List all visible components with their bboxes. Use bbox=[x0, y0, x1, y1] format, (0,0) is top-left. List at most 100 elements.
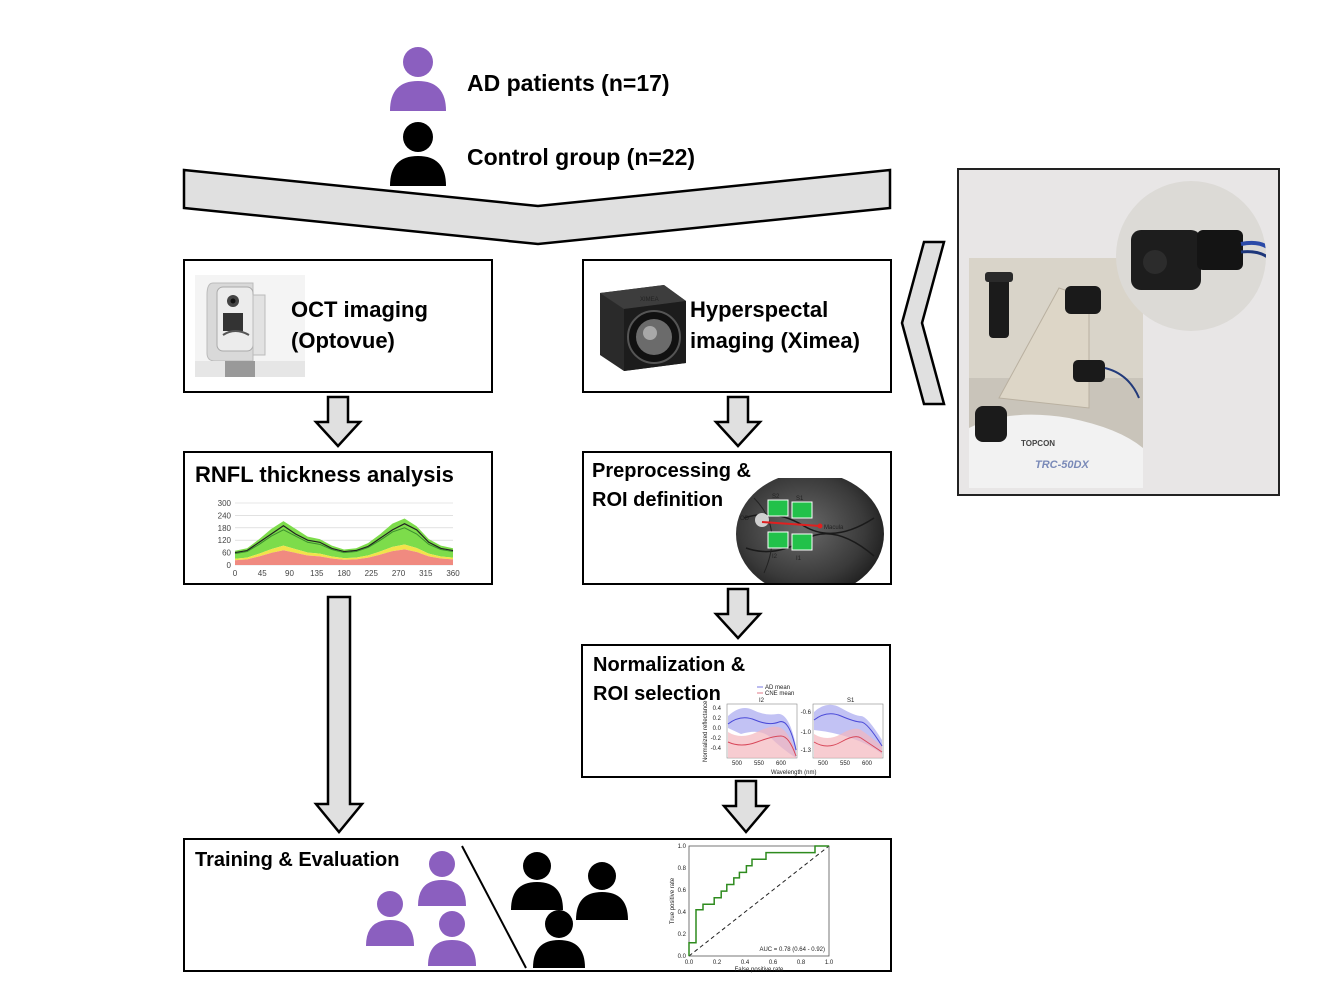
rnfl-ytick-label: 240 bbox=[218, 511, 232, 520]
roc-xtick-label: 0.0 bbox=[685, 960, 694, 966]
hsi-imaging-box: XIMEA Hyperspectal imaging (Ximea) bbox=[582, 259, 892, 393]
spectra-right-ytick: -1.0 bbox=[801, 730, 812, 736]
camera-brand-label: TOPCON bbox=[1021, 439, 1055, 448]
fundus-camera-photo-panel: TOPCON TRC-50DX bbox=[957, 168, 1280, 496]
rnfl-xtick-label: 90 bbox=[285, 569, 294, 578]
rnfl-ytick-label: 0 bbox=[227, 561, 232, 570]
prep-title-line1: Preprocessing & bbox=[592, 460, 751, 482]
merge-chevron bbox=[182, 168, 892, 246]
ad-person-icon bbox=[390, 47, 446, 111]
control-person-icon bbox=[533, 910, 585, 968]
preprocessing-box: OD Macula S2 S1 I2 I1 Preprocessing & RO… bbox=[582, 451, 892, 585]
spectra-xtick: 500 bbox=[818, 761, 829, 767]
ad-legend-label: AD patients (n=17) bbox=[467, 70, 670, 96]
control-group-icons bbox=[511, 852, 628, 968]
fundus-label-s2: S2 bbox=[772, 494, 780, 500]
rnfl-xtick-label: 270 bbox=[392, 569, 406, 578]
rnfl-borderline-band bbox=[235, 544, 453, 561]
oct-device-image bbox=[195, 275, 305, 377]
ximea-camera-image: XIMEA bbox=[600, 285, 686, 371]
rnfl-series-2-line bbox=[234, 527, 454, 555]
normalization-box: AD mean CNE mean I2 S1 Normalized reflec… bbox=[581, 644, 891, 778]
roc-plot-frame bbox=[688, 845, 830, 957]
down-arrow-norm bbox=[721, 779, 771, 834]
spectra-xlabel: Wavelength (nm) bbox=[771, 770, 816, 776]
fundus-label-i2: I2 bbox=[772, 554, 778, 560]
roc-xtick-label: 0.2 bbox=[713, 960, 722, 966]
left-chevron bbox=[900, 240, 946, 406]
spectra-xtick: 500 bbox=[732, 761, 743, 767]
roc-auc-annotation: AUC = 0.78 (0.64 - 0.92) bbox=[759, 947, 825, 953]
fundus-label-i1: I1 bbox=[796, 556, 802, 562]
rnfl-series-1-line bbox=[234, 522, 454, 554]
long-down-arrow bbox=[313, 595, 365, 834]
roc-ytick-label: 0.6 bbox=[678, 888, 687, 894]
fundus-image: OD Macula S2 S1 I2 I1 bbox=[736, 478, 884, 583]
oct-title-line1: OCT imaging bbox=[291, 297, 428, 322]
spectra-xtick: 550 bbox=[840, 761, 851, 767]
hsi-title-line1: Hyperspectal bbox=[690, 297, 829, 322]
spectra-xtick: 600 bbox=[862, 761, 873, 767]
roc-ytick-label: 0.0 bbox=[678, 954, 687, 960]
roc-ytick-label: 1.0 bbox=[678, 844, 687, 850]
roc-curve-line bbox=[688, 845, 829, 956]
rnfl-xtick-label: 315 bbox=[419, 569, 433, 578]
ad-person-icon bbox=[428, 911, 476, 966]
rnfl-ytick-label: 300 bbox=[218, 499, 232, 508]
control-person-icon bbox=[390, 122, 446, 186]
spectra-left-ytick: 0.2 bbox=[713, 716, 722, 722]
fundus-label-od: OD bbox=[740, 516, 750, 522]
prep-title-line2: ROI definition bbox=[592, 489, 724, 511]
spectra-legend-cne: CNE mean bbox=[765, 691, 794, 697]
roc-ytick-label: 0.4 bbox=[678, 910, 687, 916]
roc-ylabel: True positive rate bbox=[670, 877, 676, 924]
rnfl-normal-band bbox=[235, 518, 453, 559]
rnfl-xtick-label: 0 bbox=[233, 569, 238, 578]
rnfl-ytick-label: 180 bbox=[218, 524, 232, 533]
oct-imaging-box: OCT imaging (Optovue) bbox=[183, 259, 493, 393]
norm-title-line1: Normalization & bbox=[593, 654, 746, 676]
roc-xlabel: False positive rate bbox=[735, 967, 784, 973]
roc-ytick-label: 0.8 bbox=[678, 866, 687, 872]
spectra-legend-ad: AD mean bbox=[765, 685, 790, 691]
control-legend-label: Control group (n=22) bbox=[467, 144, 696, 170]
down-arrow-prep bbox=[713, 587, 763, 640]
ad-person-icon bbox=[418, 851, 466, 906]
spectra-right-ytick: -1.3 bbox=[801, 748, 812, 754]
norm-title-line2: ROI selection bbox=[593, 683, 721, 705]
ad-group-icons bbox=[366, 851, 476, 966]
rnfl-xtick-label: 180 bbox=[337, 569, 351, 578]
spectra-left-ytick: 0.4 bbox=[713, 706, 722, 712]
rnfl-analysis-box: RNFL thickness analysis 0 60 120 180 240 300 0… bbox=[183, 451, 493, 585]
down-arrow-oct bbox=[313, 395, 363, 448]
spectra-right-ytick: -0.6 bbox=[801, 710, 812, 716]
fundus-label-macula: Macula bbox=[824, 525, 844, 531]
rnfl-ytick-label: 120 bbox=[218, 536, 232, 545]
hsi-title-line2: imaging (Ximea) bbox=[690, 328, 860, 353]
spectra-left-ytick: -0.4 bbox=[711, 746, 722, 752]
oct-title-line2: (Optovue) bbox=[291, 328, 395, 353]
rnfl-xtick-label: 225 bbox=[365, 569, 379, 578]
rnfl-xtick-label: 45 bbox=[258, 569, 267, 578]
fundus-label-s1: S1 bbox=[796, 496, 804, 502]
rnfl-ytick-label: 60 bbox=[222, 549, 231, 558]
svg-text:XIMEA: XIMEA bbox=[640, 297, 659, 303]
rnfl-abnormal-band bbox=[235, 549, 453, 565]
rnfl-title: RNFL thickness analysis bbox=[195, 462, 454, 487]
spectra-left-ytick: 0.0 bbox=[713, 726, 722, 732]
roc-xtick-label: 1.0 bbox=[825, 960, 834, 966]
spectra-ylabel: Normalized reflectance bbox=[703, 700, 709, 762]
spectra-left-title: I2 bbox=[759, 698, 765, 704]
ad-person-icon bbox=[366, 891, 414, 946]
roc-ytick-label: 0.2 bbox=[678, 932, 687, 938]
control-person-icon bbox=[576, 862, 628, 920]
rnfl-xtick-label: 135 bbox=[310, 569, 324, 578]
spectra-xtick: 600 bbox=[776, 761, 787, 767]
control-person-icon bbox=[511, 852, 563, 910]
divider-slash bbox=[461, 845, 527, 969]
spectra-plot: AD mean CNE mean I2 S1 Normalized reflec… bbox=[703, 685, 884, 776]
training-title: Training & Evaluation bbox=[195, 849, 400, 871]
spectra-right-title: S1 bbox=[847, 698, 855, 704]
